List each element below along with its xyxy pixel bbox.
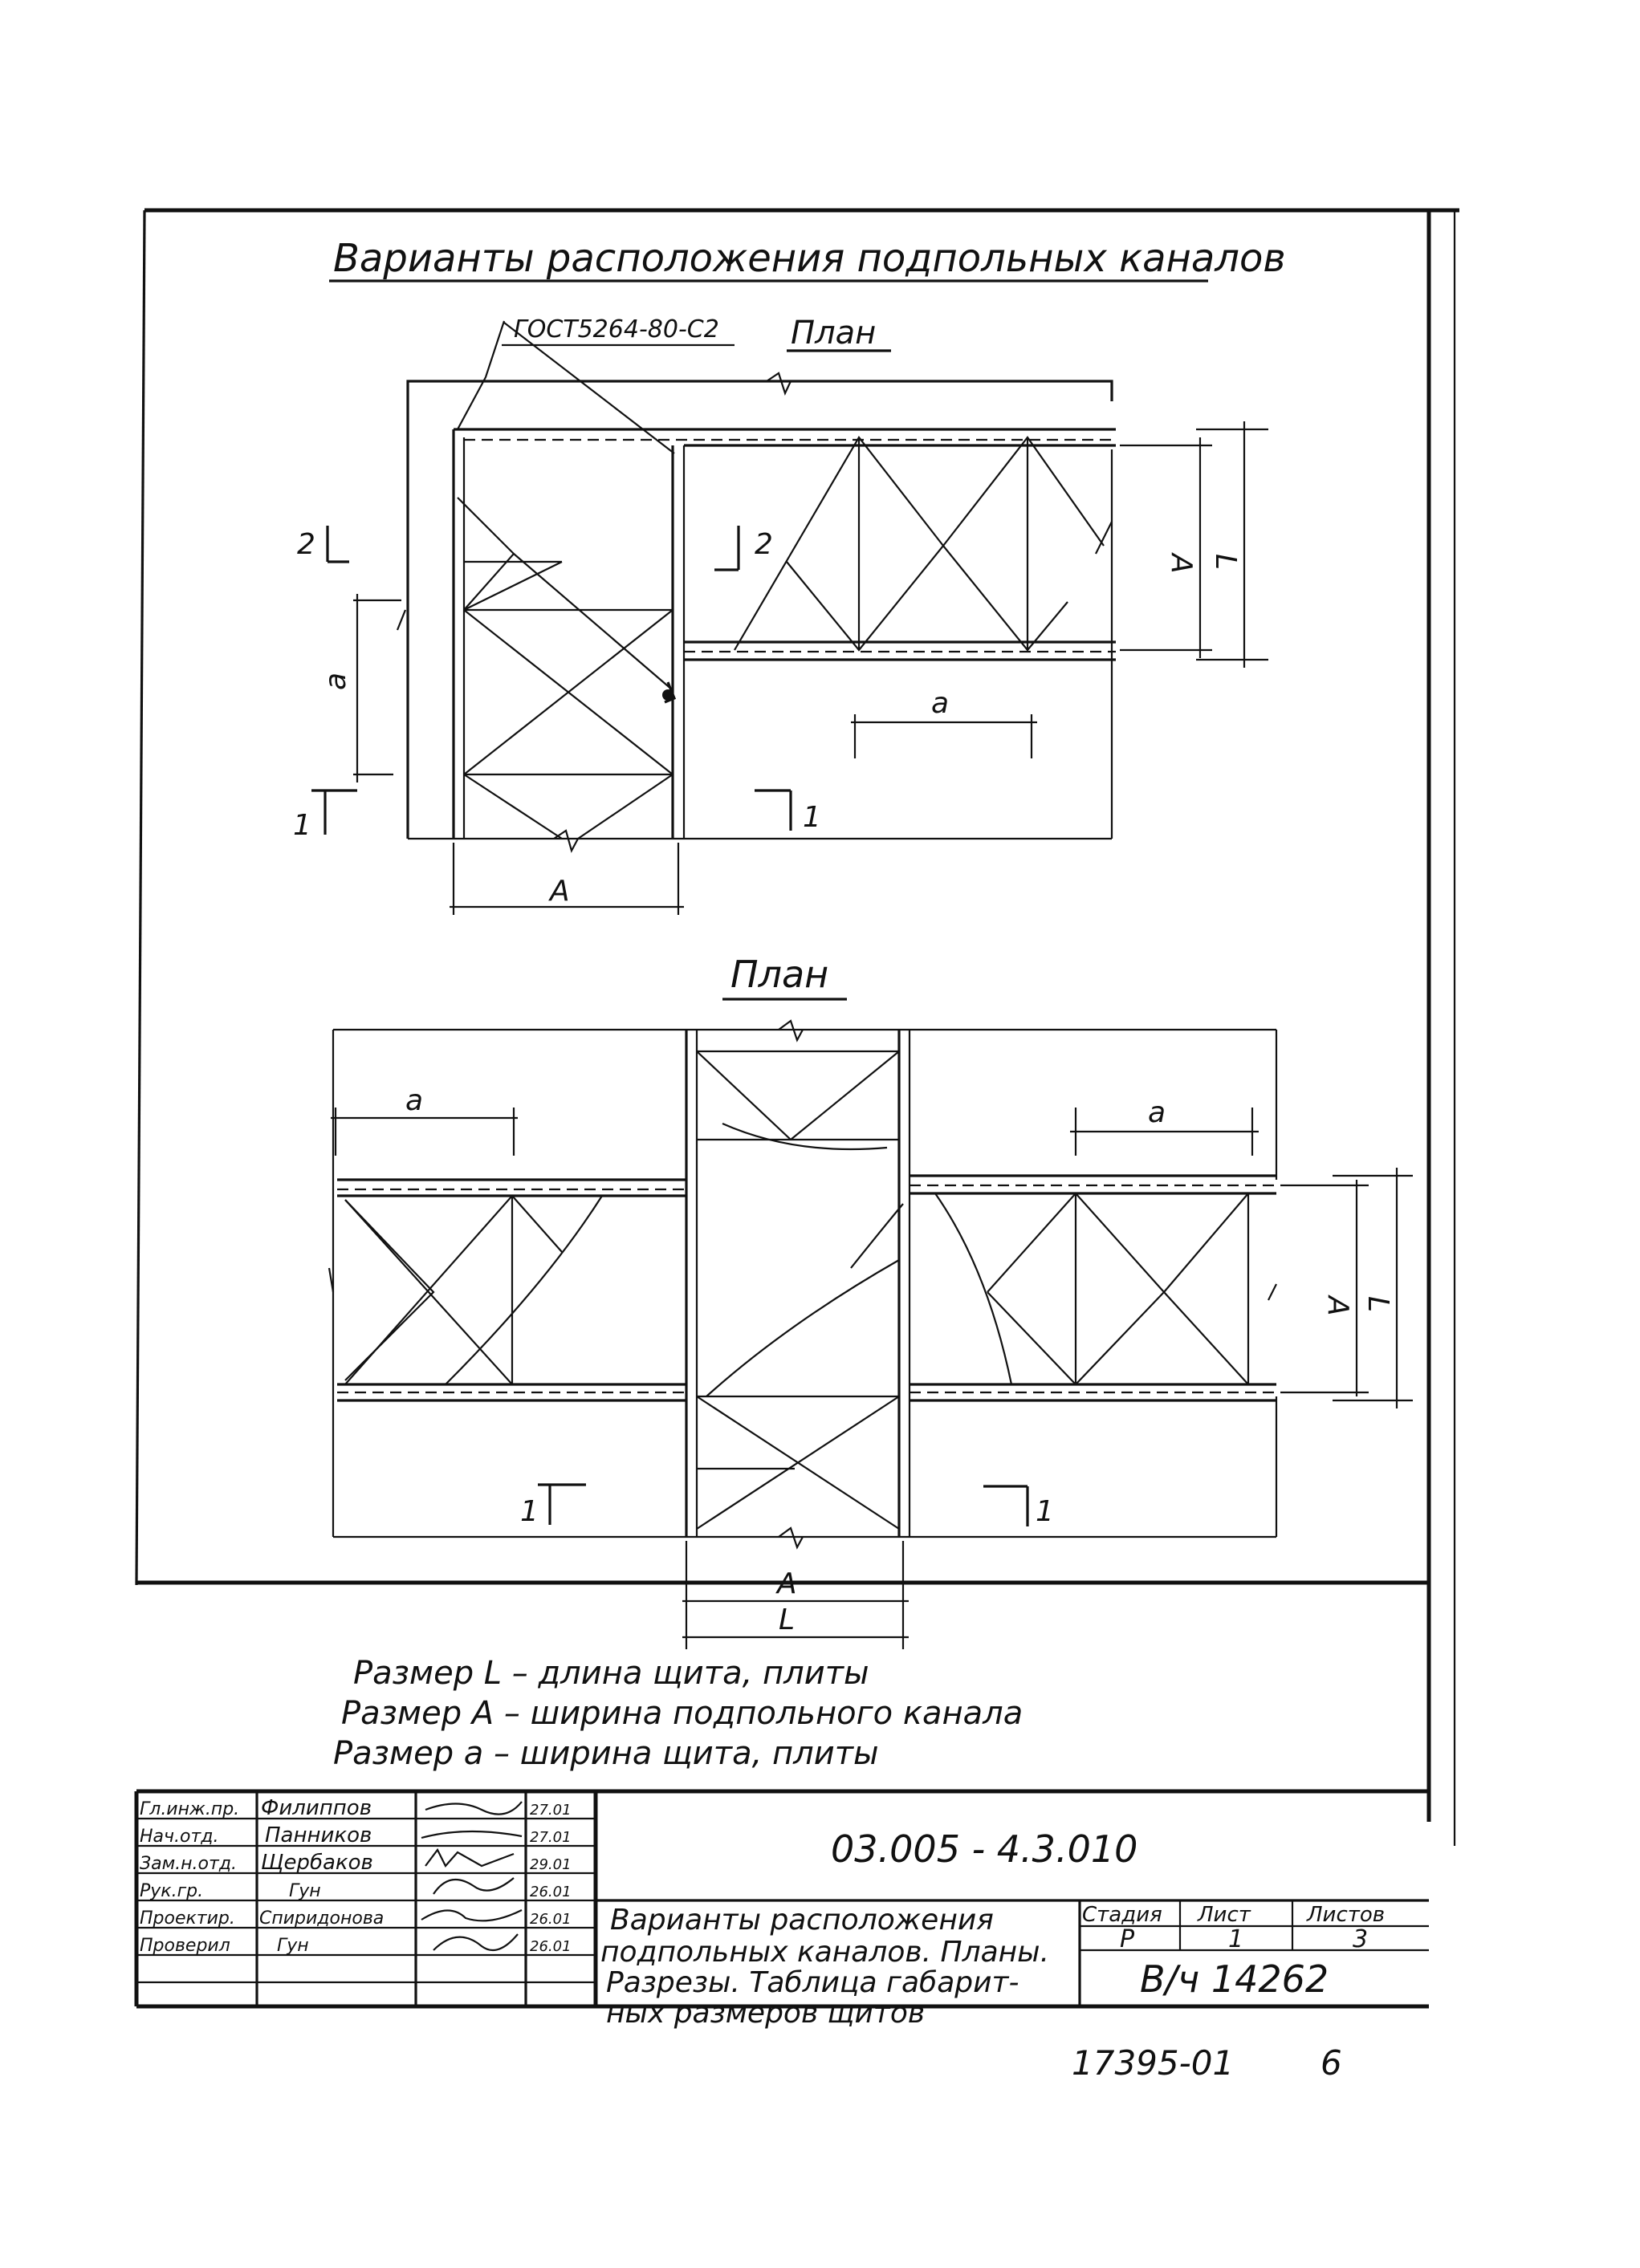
sheet-frame bbox=[135, 208, 1459, 1846]
description-line-4: ных размеров щитов bbox=[606, 1997, 925, 2030]
dim-a-left: a bbox=[319, 673, 352, 690]
role-5: Проектир. bbox=[140, 1908, 235, 1929]
legend-line-1: Размер L – длина щита, плиты bbox=[353, 1655, 869, 1692]
plan-label-bottom: План bbox=[730, 953, 828, 996]
date-1: 27.01 bbox=[530, 1802, 572, 1819]
bottom-plan: a a A L A L 1 1 bbox=[328, 1019, 1413, 1649]
stage-header: Стадия bbox=[1082, 1903, 1162, 1927]
section-2-left: 2 bbox=[297, 528, 315, 561]
section-1-mid: 1 bbox=[803, 801, 821, 834]
archive-number: 17395-01 bbox=[1072, 2043, 1234, 2083]
date-3: 29.01 bbox=[530, 1856, 572, 1873]
stage-value: Р bbox=[1120, 1925, 1135, 1953]
dim-A-bottom-top: A bbox=[548, 875, 570, 908]
dim-L-right-top: L bbox=[1209, 554, 1242, 570]
top-plan: a a A L A 2 2 1 1 bbox=[293, 372, 1268, 915]
section-1-left: 1 bbox=[293, 809, 311, 842]
sheet-header: Лист bbox=[1197, 1903, 1251, 1927]
dim-L-right-bottom: L bbox=[1361, 1296, 1394, 1312]
dim-L-bottom: L bbox=[779, 1603, 795, 1636]
gost-label: ГОСТ5264-80-С2 bbox=[514, 315, 719, 343]
dim-a-top-plan: a bbox=[931, 687, 949, 720]
name-6: Гун bbox=[277, 1936, 309, 1956]
drawing-title: Варианты расположения подпольных каналов bbox=[333, 236, 1286, 281]
section-1-bottom-left: 1 bbox=[520, 1495, 539, 1528]
role-1: Гл.инж.пр. bbox=[140, 1799, 239, 1819]
role-6: Проверил bbox=[140, 1936, 230, 1956]
legend-line-3: Размер а – ширина щита, плиты bbox=[333, 1735, 879, 1772]
sheets-value: 3 bbox=[1353, 1925, 1368, 1953]
description-line-2: подпольных каналов. Планы. bbox=[600, 1936, 1049, 1969]
dim-A-right-top: A bbox=[1165, 552, 1198, 574]
name-5: Спиридонова bbox=[259, 1908, 384, 1929]
name-4: Гун bbox=[289, 1881, 321, 1901]
legend: Размер L – длина щита, плиты Размер А – … bbox=[333, 1655, 1023, 1772]
date-6: 26.01 bbox=[530, 1938, 572, 1955]
dim-A-right-bottom: A bbox=[1321, 1295, 1354, 1316]
date-5: 26.01 bbox=[530, 1911, 572, 1928]
date-2: 27.01 bbox=[530, 1829, 572, 1846]
sheet-value: 1 bbox=[1228, 1925, 1243, 1953]
page-number: 6 bbox=[1321, 2043, 1342, 2083]
description-line-3: Разрезы. Таблица габарит- bbox=[606, 1966, 1019, 1999]
date-4: 26.01 bbox=[530, 1884, 572, 1900]
dim-A-bottom: A bbox=[775, 1567, 797, 1600]
description-line-1: Варианты расположения bbox=[610, 1904, 994, 1937]
organization: В/ч 14262 bbox=[1140, 1957, 1329, 2001]
section-1-bottom-right: 1 bbox=[1036, 1495, 1054, 1528]
legend-line-2: Размер А – ширина подпольного канала bbox=[341, 1695, 1023, 1732]
role-4: Рук.гр. bbox=[140, 1881, 203, 1901]
drawing-code: 03.005 - 4.3.010 bbox=[831, 1827, 1137, 1871]
sheets-header: Листов bbox=[1306, 1903, 1385, 1927]
role-3: Зам.н.отд. bbox=[140, 1854, 237, 1874]
dim-a-bottom-right: a bbox=[1148, 1096, 1166, 1129]
name-3: Щербаков bbox=[261, 1851, 373, 1875]
title-block: Гл.инж.пр. Филиппов 27.01 Нач.отд. Панни… bbox=[134, 1789, 1429, 2030]
dim-a-bottom-left: a bbox=[405, 1084, 423, 1117]
section-2-mid: 2 bbox=[755, 528, 773, 561]
name-2: Панников bbox=[265, 1823, 372, 1847]
plan-label-top: План bbox=[791, 315, 876, 352]
name-1: Филиппов bbox=[261, 1796, 372, 1820]
role-2: Нач.отд. bbox=[140, 1827, 219, 1847]
